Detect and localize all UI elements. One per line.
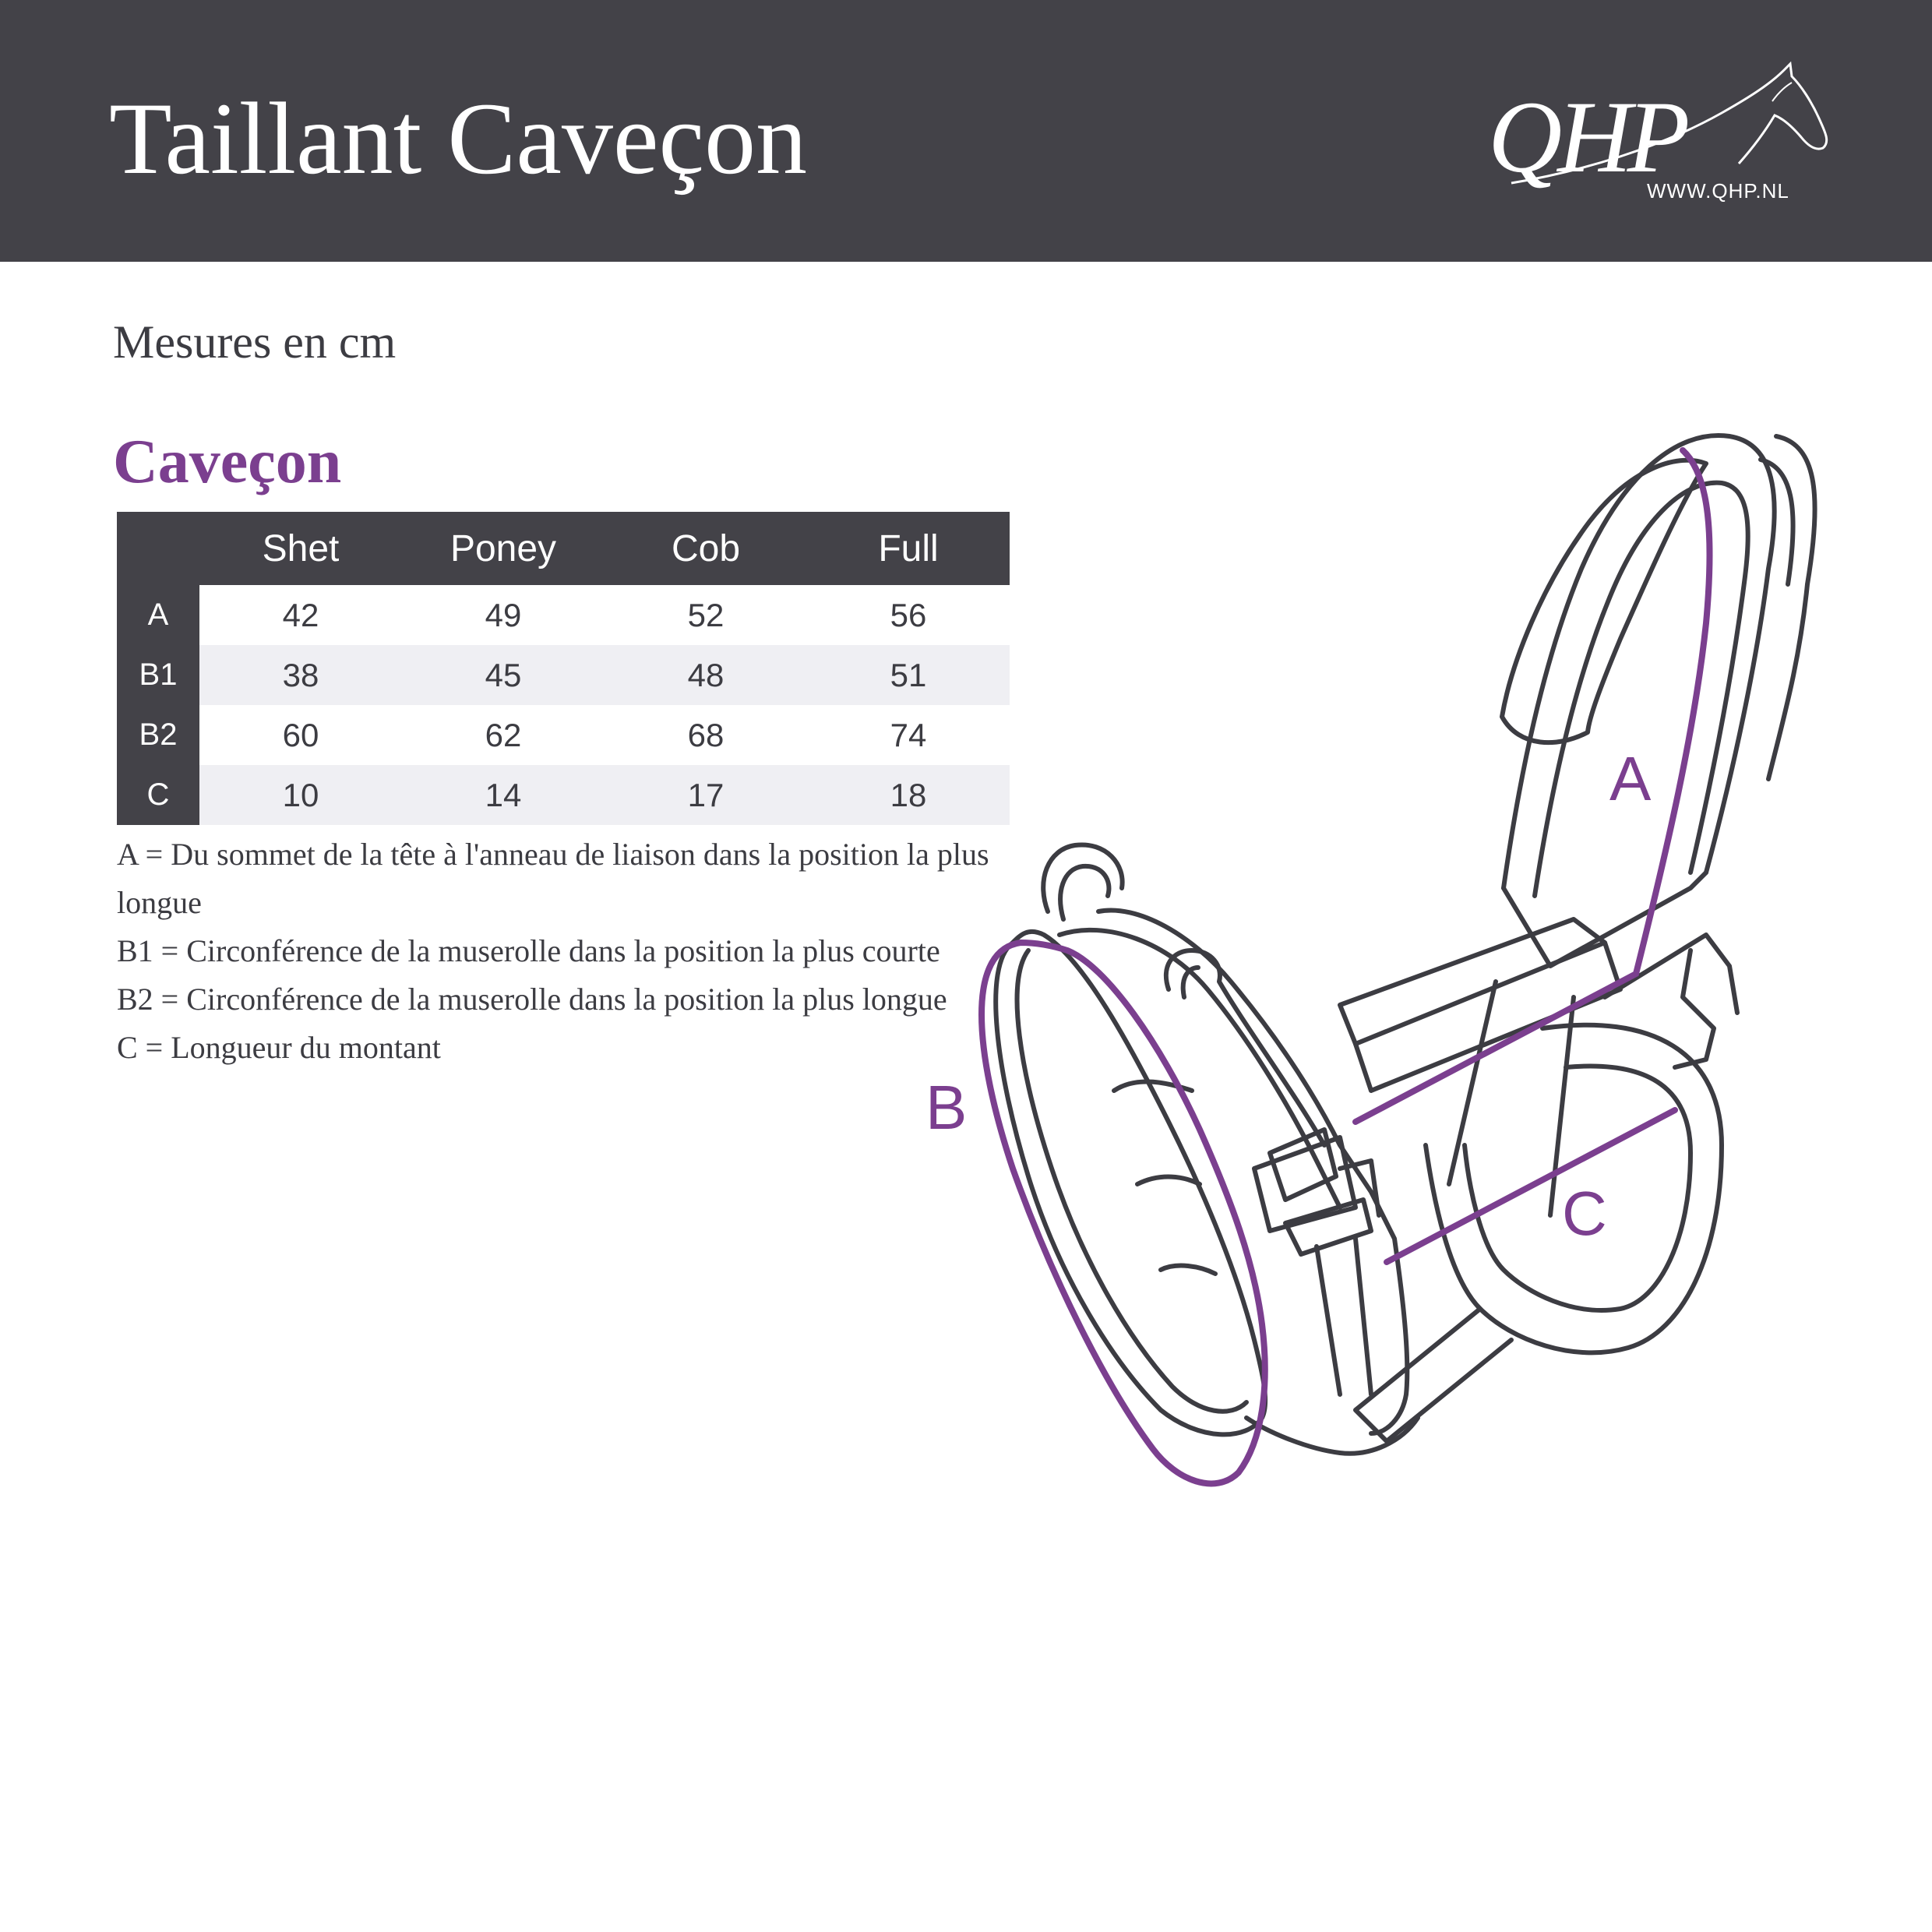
measure-label-b: B bbox=[925, 1073, 968, 1142]
table-cell: 52 bbox=[605, 585, 807, 645]
table-cell: 68 bbox=[605, 705, 807, 765]
table-cell: 74 bbox=[807, 705, 1010, 765]
table-row: C 10 14 17 18 bbox=[117, 765, 1010, 825]
table-cell: 62 bbox=[402, 705, 605, 765]
measure-label-c: C bbox=[1562, 1179, 1607, 1248]
legend-a: A = Du sommet de la tête à l'anneau de l… bbox=[117, 837, 989, 920]
table-cell: 38 bbox=[199, 645, 402, 705]
column-header: Cob bbox=[605, 512, 807, 585]
row-label: C bbox=[117, 765, 199, 825]
header-bar: Taillant Caveçon QHP WWW.QHP.NL bbox=[0, 0, 1932, 262]
table-cell: 10 bbox=[199, 765, 402, 825]
table-cell: 17 bbox=[605, 765, 807, 825]
page-title: Taillant Caveçon bbox=[109, 81, 808, 196]
row-label: B2 bbox=[117, 705, 199, 765]
row-label: A bbox=[117, 585, 199, 645]
table-cell: 51 bbox=[807, 645, 1010, 705]
measure-label-a: A bbox=[1609, 744, 1652, 813]
cavesson-diagram: A B C bbox=[904, 405, 1839, 1578]
table-corner-cell bbox=[117, 512, 199, 585]
table-cell: 48 bbox=[605, 645, 807, 705]
table-cell: 45 bbox=[402, 645, 605, 705]
section-title: Caveçon bbox=[113, 428, 342, 496]
qhp-logo[interactable]: QHP WWW.QHP.NL bbox=[1465, 55, 1831, 218]
measurement-legend: A = Du sommet de la tête à l'anneau de l… bbox=[117, 830, 1021, 1072]
measure-a-line bbox=[1352, 447, 1713, 1125]
table-row: A 42 49 52 56 bbox=[117, 585, 1010, 645]
units-subtitle: Mesures en cm bbox=[113, 316, 397, 368]
table-cell: 18 bbox=[807, 765, 1010, 825]
row-label: B1 bbox=[117, 645, 199, 705]
table-row: B2 60 62 68 74 bbox=[117, 705, 1010, 765]
size-table: Shet Poney Cob Full A 42 49 52 56 B1 38 … bbox=[117, 512, 1010, 825]
measure-c-line bbox=[1384, 1107, 1678, 1265]
column-header: Shet bbox=[199, 512, 402, 585]
logo-url[interactable]: WWW.QHP.NL bbox=[1647, 179, 1789, 203]
table-header-row: Shet Poney Cob Full bbox=[117, 512, 1010, 585]
table-cell: 42 bbox=[199, 585, 402, 645]
table-cell: 60 bbox=[199, 705, 402, 765]
measure-b-line bbox=[978, 939, 1268, 1487]
column-header: Full bbox=[807, 512, 1010, 585]
legend-b2: B2 = Circonférence de la muserolle dans … bbox=[117, 982, 947, 1017]
table-cell: 56 bbox=[807, 585, 1010, 645]
table-cell: 49 bbox=[402, 585, 605, 645]
table-row: B1 38 45 48 51 bbox=[117, 645, 1010, 705]
logo-text: QHP bbox=[1488, 79, 1690, 194]
legend-b1: B1 = Circonférence de la muserolle dans … bbox=[117, 933, 940, 968]
horse-head-icon bbox=[1511, 61, 1828, 185]
column-header: Poney bbox=[402, 512, 605, 585]
cavesson-illustration bbox=[978, 433, 1817, 1487]
table-cell: 14 bbox=[402, 765, 605, 825]
legend-c: C = Longueur du montant bbox=[117, 1030, 441, 1065]
